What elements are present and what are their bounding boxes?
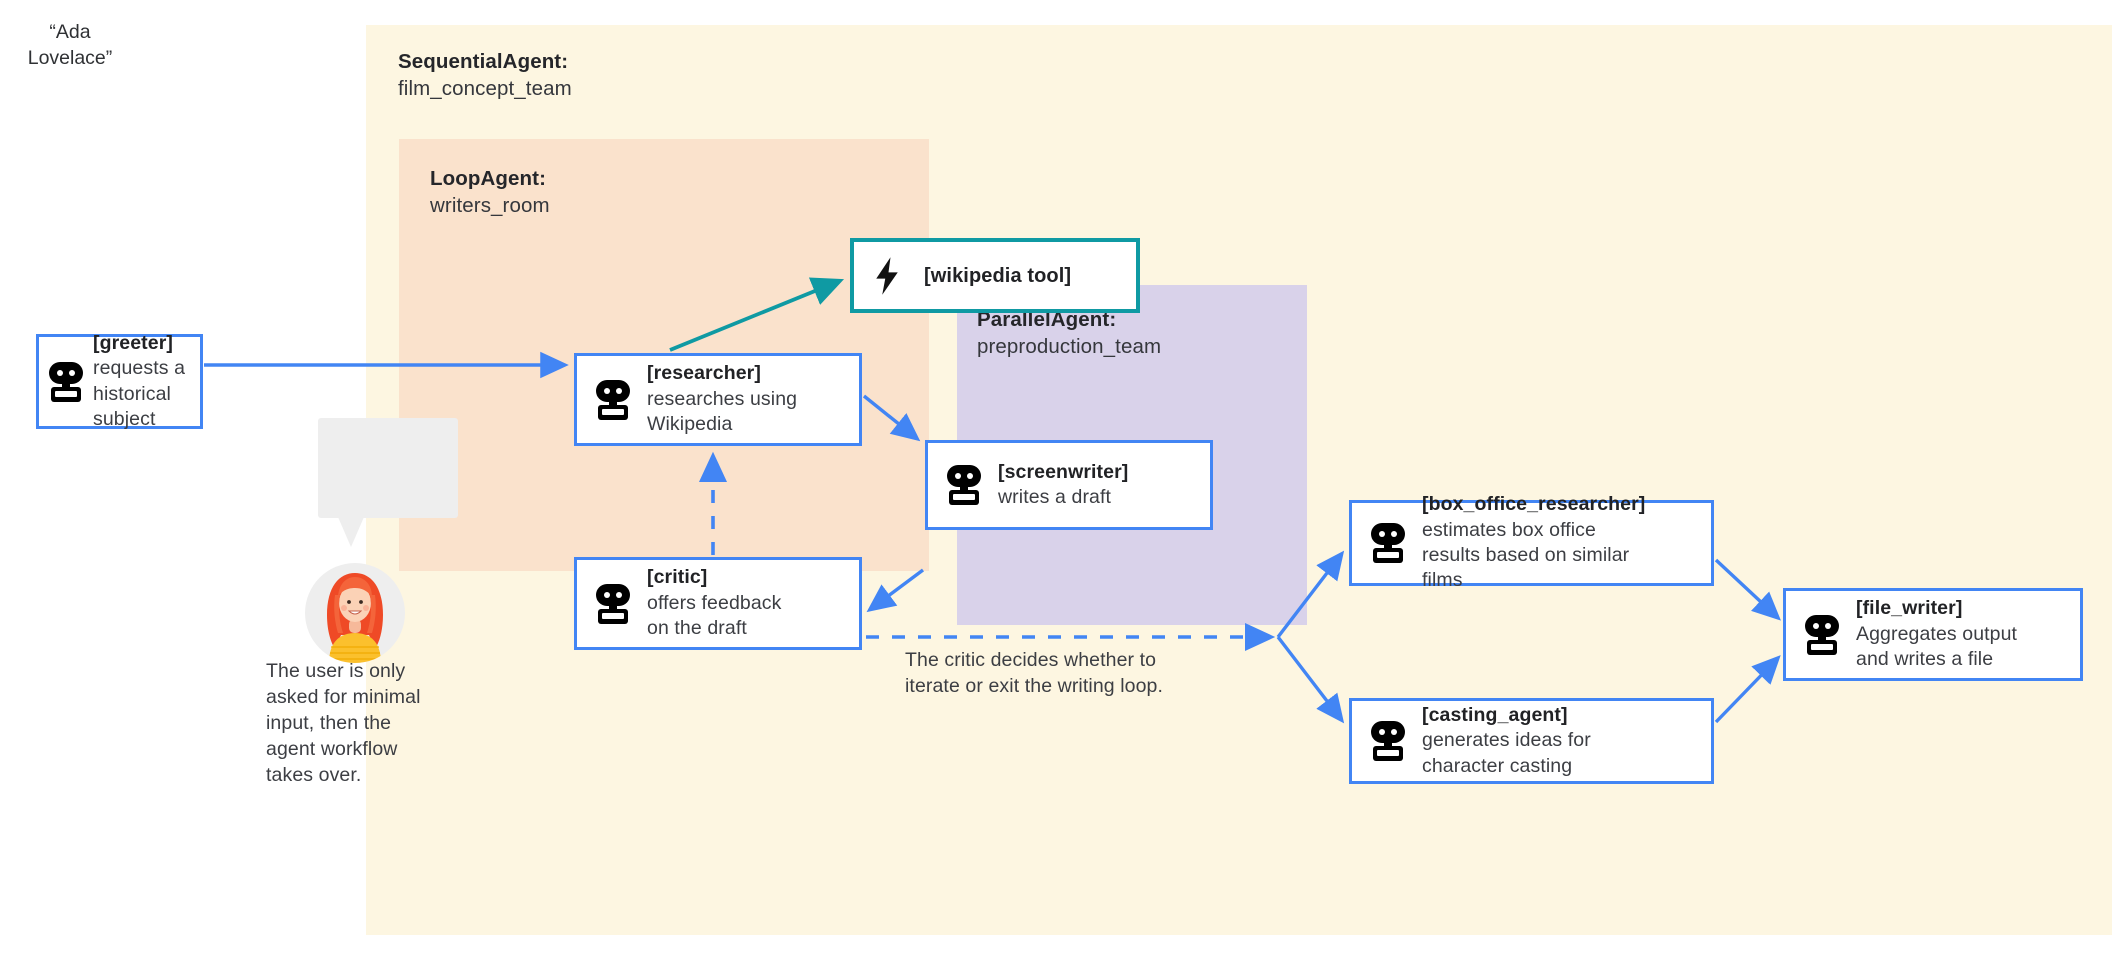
parallel-agent-type: ParallelAgent: bbox=[977, 308, 1117, 331]
agent-description: writes a draft bbox=[998, 486, 1112, 508]
robot-icon bbox=[1805, 614, 1839, 655]
robot-icon bbox=[1371, 523, 1405, 563]
agent-card-box-office-researcher[interactable]: [box_office_researcher] estimates box of… bbox=[1349, 493, 1714, 591]
sequential-agent-type: SequentialAgent: bbox=[398, 50, 569, 73]
sequential-agent-title: SequentialAgent: film_concept_team bbox=[398, 48, 572, 102]
agent-name: [file_writer] bbox=[1856, 597, 1963, 620]
robot-icon bbox=[1371, 721, 1405, 761]
robot-icon bbox=[596, 379, 630, 420]
agent-name: [greeter] bbox=[93, 331, 174, 354]
sequential-agent-name: film_concept_team bbox=[398, 77, 572, 101]
loop-agent-name: writers_room bbox=[430, 194, 550, 218]
robot-icon bbox=[947, 465, 981, 505]
agent-card-screenwriter[interactable]: [screenwriter] writes a draft bbox=[925, 440, 1213, 530]
loop-agent-type: LoopAgent: bbox=[430, 167, 546, 190]
tool-label: [wikipedia tool] bbox=[924, 264, 1072, 287]
user-speech-bubble bbox=[318, 418, 458, 518]
agent-card-text: [screenwriter] writes a draft bbox=[998, 460, 1128, 511]
agent-name: [casting_agent] bbox=[1422, 703, 1568, 726]
parallel-agent-title: ParallelAgent: preproduction_team bbox=[977, 306, 1161, 360]
tool-card-wikipedia[interactable]: [wikipedia tool] bbox=[850, 238, 1140, 313]
speech-bubble-tail-icon bbox=[338, 517, 364, 547]
parallel-agent-name: preproduction_team bbox=[977, 335, 1162, 359]
loop-agent-title: LoopAgent: writers_room bbox=[430, 165, 550, 219]
agent-name: [screenwriter] bbox=[998, 460, 1129, 483]
user-avatar bbox=[305, 563, 405, 663]
lightning-bolt-icon bbox=[872, 256, 902, 296]
agent-name: [box_office_researcher] bbox=[1422, 493, 1646, 516]
agent-name: [critic] bbox=[647, 566, 708, 589]
agent-card-text: [box_office_researcher] estimates box of… bbox=[1422, 492, 1645, 593]
agent-name: [researcher] bbox=[647, 362, 761, 385]
robot-icon bbox=[49, 361, 83, 402]
robot-icon bbox=[596, 583, 630, 624]
